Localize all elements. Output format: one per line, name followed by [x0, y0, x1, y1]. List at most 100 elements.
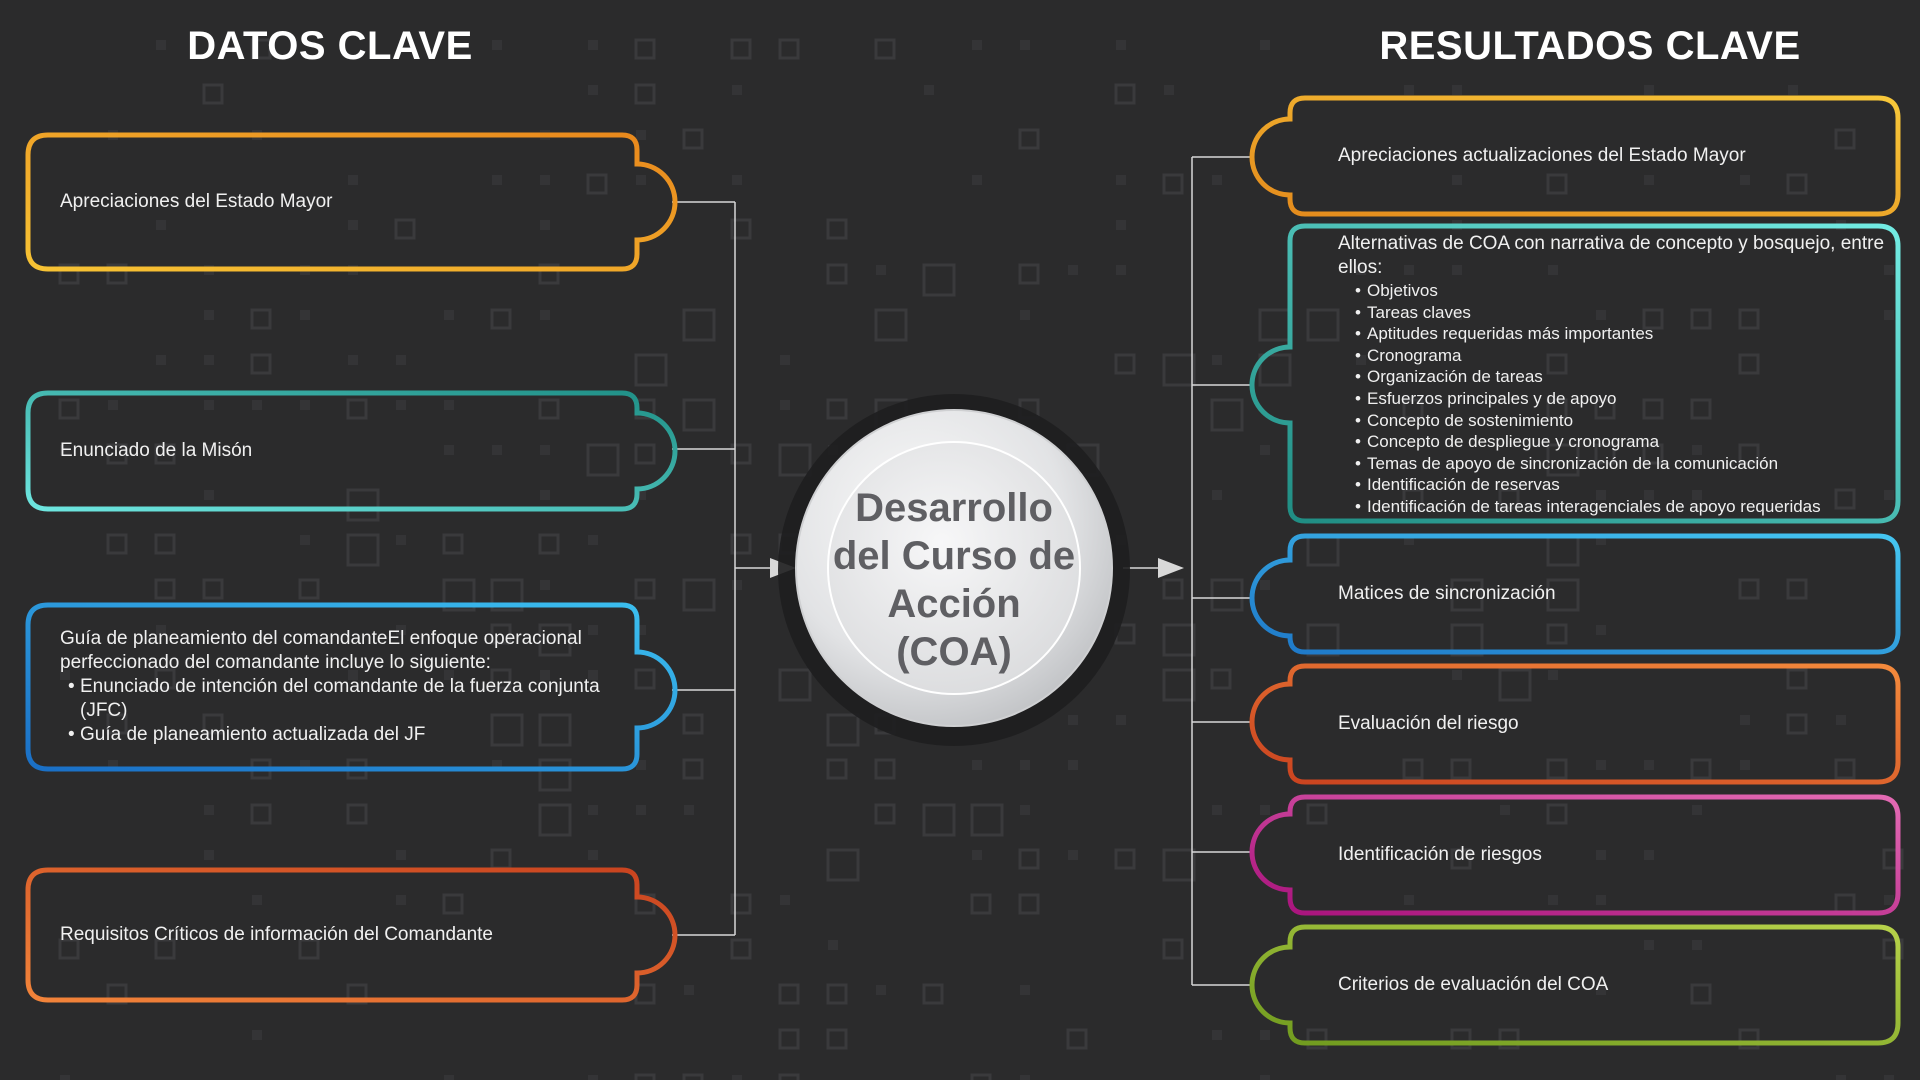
- bullet-item: Esfuerzos principales y de apoyo: [1355, 388, 1892, 410]
- background-square: [1212, 175, 1222, 185]
- bullet-item: Concepto de sostenimiento: [1355, 410, 1892, 432]
- background-square: [1116, 265, 1126, 275]
- background-square: [1644, 850, 1654, 860]
- background-square: [684, 805, 694, 815]
- background-square: [636, 760, 646, 770]
- background-square: [250, 308, 272, 330]
- background-square: [540, 175, 550, 185]
- background-square: [1018, 893, 1040, 915]
- background-square: [684, 985, 694, 995]
- background-square: [1548, 895, 1558, 905]
- background-square: [1260, 1030, 1270, 1040]
- output-card-6-text: Criterios de evaluación del COA: [1338, 974, 1609, 995]
- background-square: [1452, 40, 1462, 50]
- background-square: [826, 983, 848, 1005]
- background-square: [826, 1028, 848, 1050]
- bullet-item: Concepto de despliegue y cronograma: [1355, 431, 1892, 453]
- background-square: [396, 355, 406, 365]
- background-square: [1212, 1030, 1222, 1040]
- background-square: [444, 310, 454, 320]
- background-square: [682, 128, 704, 150]
- background-square: [682, 308, 716, 342]
- background-square: [252, 895, 262, 905]
- background-square: [972, 760, 982, 770]
- background-square: [826, 848, 860, 882]
- background-square: [588, 625, 598, 635]
- input-card-4-text: Requisitos Críticos de información del C…: [60, 924, 493, 945]
- background-square: [444, 1075, 454, 1080]
- background-square: [826, 713, 860, 747]
- background-square: [298, 578, 320, 600]
- background-square: [58, 938, 80, 960]
- background-square: [1162, 938, 1184, 960]
- background-square: [154, 533, 176, 555]
- background-square: [924, 85, 934, 95]
- background-square: [634, 578, 656, 600]
- background-square: [874, 803, 896, 825]
- background-square: [682, 578, 716, 612]
- bullet-item: Organización de tareas: [1355, 366, 1892, 388]
- background-square: [396, 850, 406, 860]
- background-square: [106, 533, 128, 555]
- input-card-4: [25, 867, 678, 1003]
- output-card-1: [1249, 95, 1901, 217]
- background-square: [826, 398, 848, 420]
- background-square: [58, 263, 80, 285]
- background-square: [202, 578, 224, 600]
- background-square: [202, 83, 224, 105]
- bullet-item: Cronograma: [1355, 345, 1892, 367]
- background-square: [1162, 848, 1196, 882]
- background-square: [1116, 40, 1126, 50]
- background-square: [252, 1030, 262, 1040]
- output-arrow-head: [1158, 558, 1184, 578]
- output-card-1-text: Apreciaciones actualizaciones del Estado…: [1338, 145, 1746, 166]
- background-square: [1546, 758, 1568, 780]
- output-card-5-body: Identificación de riesgos: [1338, 797, 1888, 913]
- background-square: [970, 803, 1004, 837]
- background-square: [1452, 670, 1462, 680]
- background-square: [106, 263, 128, 285]
- background-square: [1404, 850, 1414, 860]
- background-square: [1596, 850, 1606, 860]
- background-square: [1450, 578, 1484, 612]
- background-square: [1260, 1075, 1270, 1080]
- background-square: [154, 443, 176, 465]
- background-square: [300, 760, 310, 770]
- background-square: [876, 265, 886, 275]
- background-square: [922, 803, 956, 837]
- output-card-5-text: Identificación de riesgos: [1338, 844, 1542, 865]
- background-square: [396, 400, 406, 410]
- background-square: [730, 533, 752, 555]
- background-square: [444, 400, 454, 410]
- background-square: [778, 668, 812, 702]
- background-square: [1068, 760, 1078, 770]
- background-square: [588, 40, 598, 50]
- background-square: [970, 1073, 992, 1080]
- background-square: [540, 580, 550, 590]
- output-card-1-body: Apreciaciones actualizaciones del Estado…: [1338, 98, 1888, 214]
- background-square: [156, 220, 166, 230]
- background-square: [1114, 83, 1136, 105]
- background-square: [1020, 760, 1030, 770]
- bullet-item: Guía de planeamiento actualizada del JF: [60, 723, 606, 747]
- input-card-4-body: Requisitos Críticos de información del C…: [60, 870, 600, 1000]
- background-square: [1690, 758, 1712, 780]
- background-square: [538, 398, 560, 420]
- background-square: [1116, 220, 1126, 230]
- background-square: [346, 983, 368, 1005]
- background-square: [1404, 535, 1414, 545]
- inputs-heading: DATOS CLAVE: [187, 24, 473, 68]
- background-square: [1786, 713, 1808, 735]
- background-square: [1452, 85, 1462, 95]
- background-square: [1306, 623, 1340, 657]
- background-square: [1882, 848, 1904, 870]
- background-square: [780, 400, 790, 410]
- background-square: [204, 490, 214, 500]
- output-card-6-body: Criterios de evaluación del COA: [1338, 927, 1888, 1043]
- background-square: [1546, 578, 1580, 612]
- input-card-3: [25, 602, 678, 772]
- background-square: [346, 533, 380, 567]
- background-square: [396, 895, 406, 905]
- background-square: [1644, 760, 1654, 770]
- background-square: [1306, 308, 1340, 342]
